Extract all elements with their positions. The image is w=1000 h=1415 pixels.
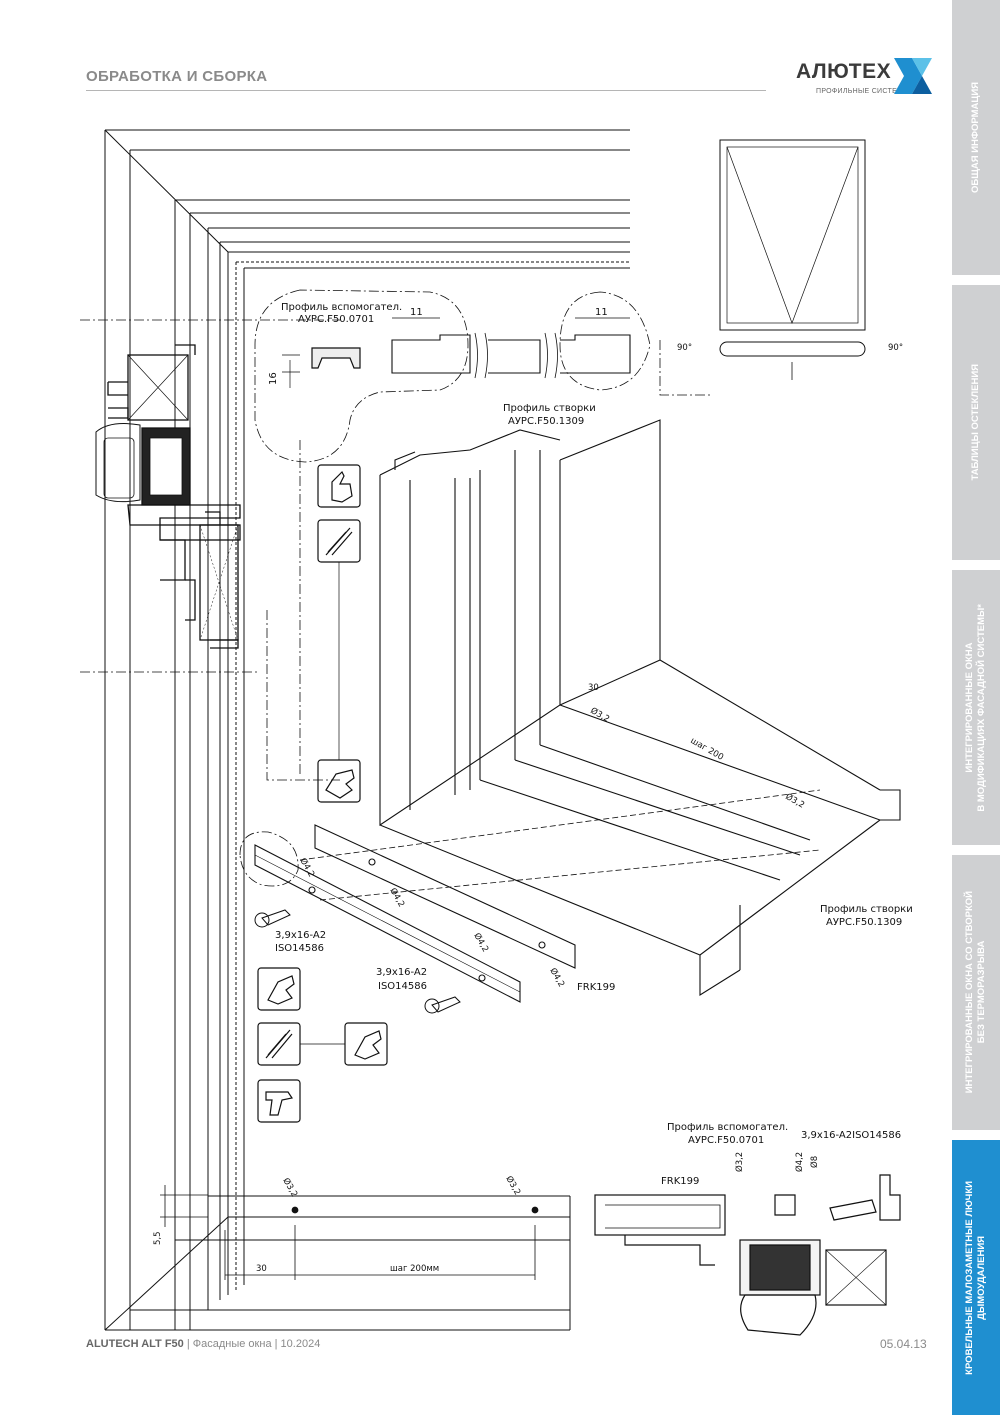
footer-doc: Фасадные окна — [192, 1338, 272, 1350]
hand-press-icon — [257, 967, 301, 1011]
pitch-iso: шаг 200 — [689, 736, 726, 763]
pitch-bottom: шаг 200мм — [390, 1264, 439, 1274]
frk-label-1: FRK199 — [577, 982, 615, 993]
sash-profile-label-1: Профиль створки — [503, 403, 596, 414]
screw-1: 3,9x16-A2 — [275, 930, 326, 941]
hole-bottom-b: Ø3,2 — [503, 1174, 523, 1197]
section-sidebar: ОБЩАЯ ИНФОРМАЦИЯ ТАБЛИЦЫ ОСТЕКЛЕНИЯ ИНТЕ… — [952, 0, 1000, 1415]
aux-profile-code-1: АУРС.F50.0701 — [298, 314, 374, 325]
screw-2: 3,9x16-A2 — [376, 967, 427, 978]
sidebar-tab-general-info[interactable]: ОБЩАЯ ИНФОРМАЦИЯ — [952, 0, 1000, 275]
angle-left: 90° — [677, 343, 692, 353]
dim-30-bottom: 30 — [256, 1264, 267, 1274]
hand-press-icon — [317, 464, 361, 508]
drill-bit-icon — [317, 519, 361, 563]
hole-sec-42: Ø4,2 — [794, 1152, 805, 1172]
hole-sec-32: Ø3,2 — [734, 1152, 745, 1172]
sidebar-tab-glazing-tables[interactable]: ТАБЛИЦЫ ОСТЕКЛЕНИЯ — [952, 285, 1000, 560]
angle-right: 90° — [888, 343, 903, 353]
sash-profile-code-2: АУРС.F50.1309 — [826, 917, 902, 928]
footer-product: ALUTECH ALT F50 — [86, 1338, 184, 1350]
sash-profile-code-1: АУРС.F50.1309 — [508, 416, 584, 427]
footer-sep2: | — [274, 1338, 278, 1350]
sidebar-tab-integrated-windows-no-thermal-break[interactable]: ИНТЕГРИРОВАННЫЕ ОКНА СО СТВОРКОЙ БЕЗ ТЕР… — [952, 855, 1000, 1130]
hole-32-b: Ø3,2 — [784, 791, 807, 811]
aux-profile-code-2: АУРС.F50.0701 — [688, 1135, 764, 1146]
page-section-title: ОБРАБОТКА И СБОРКА — [86, 68, 268, 85]
dim-16: 16 — [268, 372, 279, 385]
sidebar-tab-roof-smoke-hatches[interactable]: КРОВЕЛЬНЫЕ МАЛОЗАМЕТНЫЕ ЛЮЧКИ ДЫМОУДАЛЕН… — [952, 1140, 1000, 1415]
screw-label-3: 3,9x16-A2ISO14586 — [801, 1130, 901, 1141]
footer-date: 10.2024 — [280, 1338, 321, 1350]
sash-profile-label-2: Профиль створки — [820, 904, 913, 915]
dim-30-iso: 30 — [588, 683, 599, 693]
logo-tagline: ПРОФИЛЬНЫЕ СИСТЕМЫ — [816, 88, 910, 95]
screw-2-std: ISO14586 — [378, 981, 427, 992]
screw-1-std: ISO14586 — [275, 943, 324, 954]
logo-brand-text: АЛЮТЕХ — [796, 60, 892, 83]
hole-42-c: Ø4,2 — [471, 931, 491, 954]
logo-mark-icon — [894, 58, 932, 94]
hand-press-icon — [317, 759, 361, 803]
sidebar-tab-integrated-windows[interactable]: ИНТЕГРИРОВАННЫЕ ОКНА В МОДИФИКАЦИЯХ ФАСА… — [952, 570, 1000, 845]
page-number: 05.04.13 — [880, 1337, 927, 1351]
header-divider — [86, 90, 766, 91]
aux-profile-label-2: Профиль вспомогател. — [667, 1122, 788, 1133]
dim-55: 5,5 — [153, 1231, 163, 1245]
brand-logo: АЛЮТЕХ ПРОФИЛЬНЫЕ СИСТЕМЫ — [790, 56, 940, 100]
hole-sec-8: Ø8 — [809, 1156, 820, 1168]
footer-sep1: | — [186, 1338, 190, 1350]
aux-profile-label-1: Профиль вспомогател. — [281, 302, 402, 313]
dim-11-a: 11 — [410, 307, 423, 318]
page-footer: ALUTECH ALT F50 | Фасадные окна | 10.202… — [86, 1338, 320, 1350]
screwdriver-drill-icon — [257, 1079, 301, 1123]
instruction-icons — [257, 464, 388, 1123]
technical-drawing: Профиль вспомогател. АУРС.F50.0701 16 11… — [80, 129, 913, 1336]
hole-42-d: Ø4,2 — [547, 966, 567, 989]
drill-bit-icon — [257, 1022, 301, 1066]
frk-label-2: FRK199 — [661, 1176, 699, 1187]
dim-11-b: 11 — [595, 307, 608, 318]
hand-press-icon — [344, 1022, 388, 1066]
